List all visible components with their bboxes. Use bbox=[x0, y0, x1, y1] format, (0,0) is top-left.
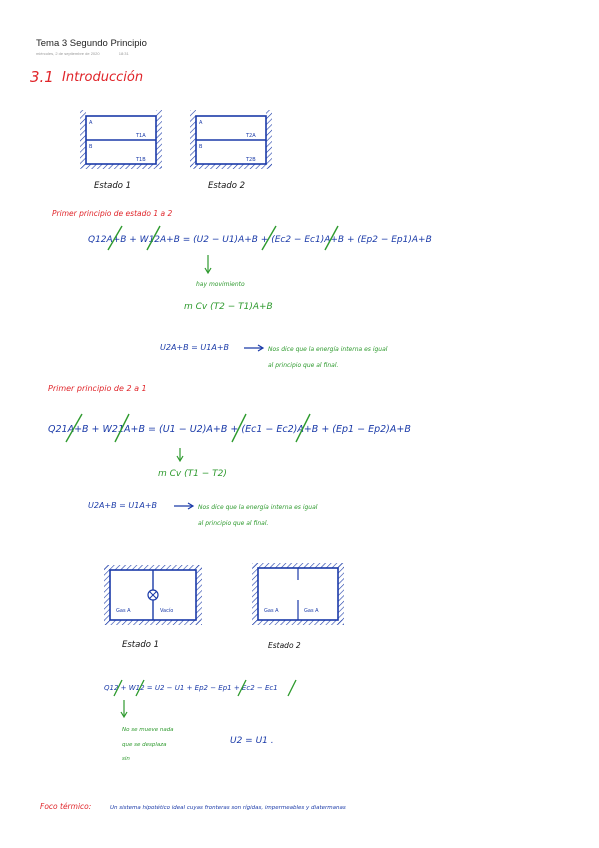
page-date: miércoles, 2 de septiembre de 2020 bbox=[36, 51, 100, 56]
part3-note-2: que se desplaza bbox=[122, 742, 167, 748]
footer-text: Un sistema hipotético ideal cuyas fronte… bbox=[110, 804, 346, 811]
fig1-s1-b: B bbox=[89, 144, 93, 150]
page-title: Tema 3 Segundo Principio bbox=[36, 38, 147, 49]
fig2-s1-left: Gas A bbox=[116, 608, 131, 614]
part2-block: Primer principio de 2 a 1 Q21A+B + W21A+… bbox=[48, 384, 411, 527]
part1-block: Primer principio de estado 1 a 2 Q12A+B … bbox=[52, 209, 432, 369]
fig1-s2-t-bottom: T2B bbox=[245, 157, 256, 163]
fig1-s1-label: Estado 1 bbox=[94, 181, 131, 191]
part1-equation: Q12A+B + W12A+B = (U2 − U1)A+B + (Ec2 − … bbox=[88, 235, 432, 245]
fig2-s1-right: Vacío bbox=[160, 607, 173, 614]
part3-result: U2 = U1 . bbox=[230, 736, 274, 746]
fig2-s2-right: Gas A bbox=[304, 608, 319, 614]
part2-equation: Q21A+B + W21A+B = (U1 − U2)A+B + (Ec1 − … bbox=[48, 424, 411, 435]
fig1-s2-a: A bbox=[199, 120, 203, 126]
part3-block: Q12 + W12 = U2 − U1 + Ep2 − Ep1 + Ec2 − … bbox=[104, 679, 297, 762]
page-timestamp: miércoles, 2 de septiembre de 2020 18:31 bbox=[36, 51, 129, 56]
page-time: 18:31 bbox=[118, 51, 129, 56]
part1-heading: Primer principio de estado 1 a 2 bbox=[52, 209, 172, 218]
section-number: 3.1 bbox=[30, 68, 54, 86]
part3-equation: Q12 + W12 = U2 − U1 + Ep2 − Ep1 + Ec2 − … bbox=[104, 684, 278, 692]
fig1-state2-diagram: A B T2A T2B Estado 2 bbox=[190, 110, 272, 191]
part3-note-1: No se mueve nada bbox=[122, 727, 174, 733]
part2-note-2: al principio que al final. bbox=[198, 520, 268, 527]
part2-subst: m Cv (T1 − T2) bbox=[158, 469, 227, 479]
part2-note-1: Nos dice que la energía interna es igual bbox=[198, 504, 318, 511]
fig1-state1-diagram: A B T1A T1B Estado 1 bbox=[80, 110, 162, 191]
part2-result-eq: U2A+B = U1A+B bbox=[88, 501, 157, 510]
fig1-s2-t-top: T2A bbox=[245, 133, 256, 139]
fig2-s2-left: Gas A bbox=[264, 608, 279, 614]
part1-result-eq: U2A+B = U1A+B bbox=[160, 343, 229, 352]
part1-subst: m Cv (T2 − T1)A+B bbox=[184, 302, 273, 312]
section-heading: 3.1 Introducción bbox=[30, 68, 143, 86]
fig2-state1-diagram: Gas A Vacío Estado 1 bbox=[104, 565, 202, 650]
footer-label: Foco térmico: bbox=[40, 802, 91, 811]
fig2-state2-diagram: Gas A Gas A Estado 2 bbox=[252, 563, 344, 650]
part1-arrow-note: hay movimiento bbox=[196, 281, 245, 288]
fig2-s2-label: Estado 2 bbox=[268, 641, 301, 650]
part1-note-2: al principio que al final. bbox=[268, 362, 338, 369]
fig1-s1-a: A bbox=[89, 120, 93, 126]
fig1-s2-b: B bbox=[199, 144, 203, 150]
part1-note-1: Nos dice que la energía interna es igual bbox=[268, 346, 388, 353]
fig1-s1-t-top: T1A bbox=[135, 133, 146, 139]
part3-note-3: sin bbox=[122, 756, 130, 762]
section-title: Introducción bbox=[62, 70, 143, 85]
part2-heading: Primer principio de 2 a 1 bbox=[48, 384, 147, 393]
fig1-s2-label: Estado 2 bbox=[208, 181, 245, 191]
footer-definition: Foco térmico: Un sistema hipotético idea… bbox=[40, 802, 346, 811]
fig1-s1-t-bottom: T1B bbox=[135, 157, 146, 163]
fig2-s1-label: Estado 1 bbox=[122, 640, 159, 650]
